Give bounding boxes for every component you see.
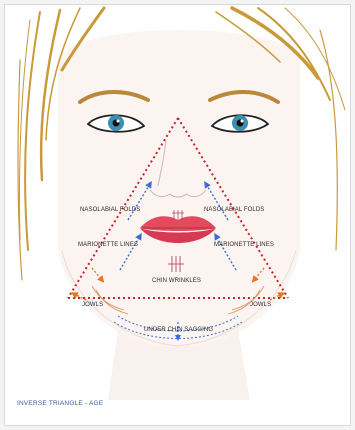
label-jowls-right: JOWLS (250, 302, 271, 308)
label-nasolabial-left: NASOLABIAL FOLDS (80, 207, 140, 213)
label-chin-wrinkles: CHIN WRINKLES (152, 278, 201, 284)
label-under-chin: UNDER CHIN SAGGING (144, 327, 213, 333)
label-marionette-left: MARIONETTE LINES (78, 242, 138, 248)
face-diagram: NASOLABIAL FOLDS NASOLABIAL FOLDS MARION… (4, 4, 351, 426)
label-marionette-right: MARIONETTE LINES (214, 242, 274, 248)
label-jowls-left: JOWLS (82, 302, 103, 308)
lip-lines-icon (172, 210, 184, 220)
figure-caption: INVERSE TRIANGLE - AGE (17, 400, 103, 407)
label-nasolabial-right: NASOLABIAL FOLDS (204, 207, 264, 213)
